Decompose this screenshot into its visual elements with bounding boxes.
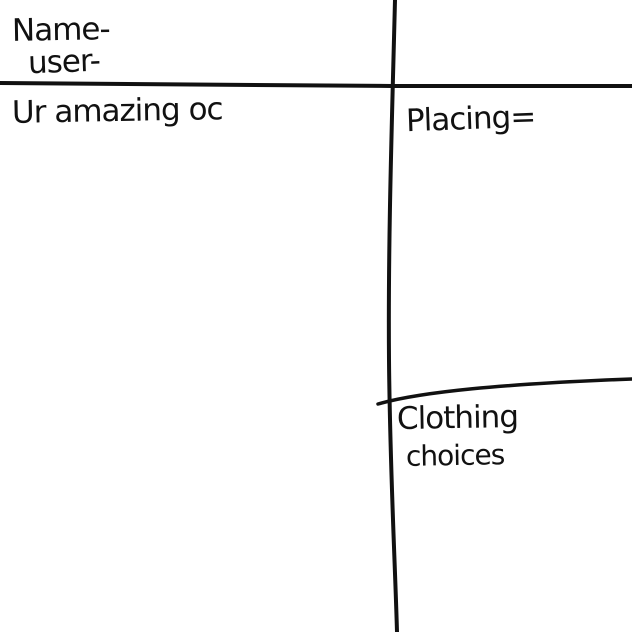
horizontal-divider-top xyxy=(0,81,632,89)
placing-label: Placing= xyxy=(405,98,536,140)
clothing-label: Clothing xyxy=(396,398,519,438)
choices-label: choices xyxy=(405,438,505,473)
horizontal-divider-right xyxy=(376,377,632,406)
user-label: user- xyxy=(27,42,101,82)
oc-drawing-label: Ur amazing oc xyxy=(11,91,223,131)
vertical-divider xyxy=(386,0,399,632)
